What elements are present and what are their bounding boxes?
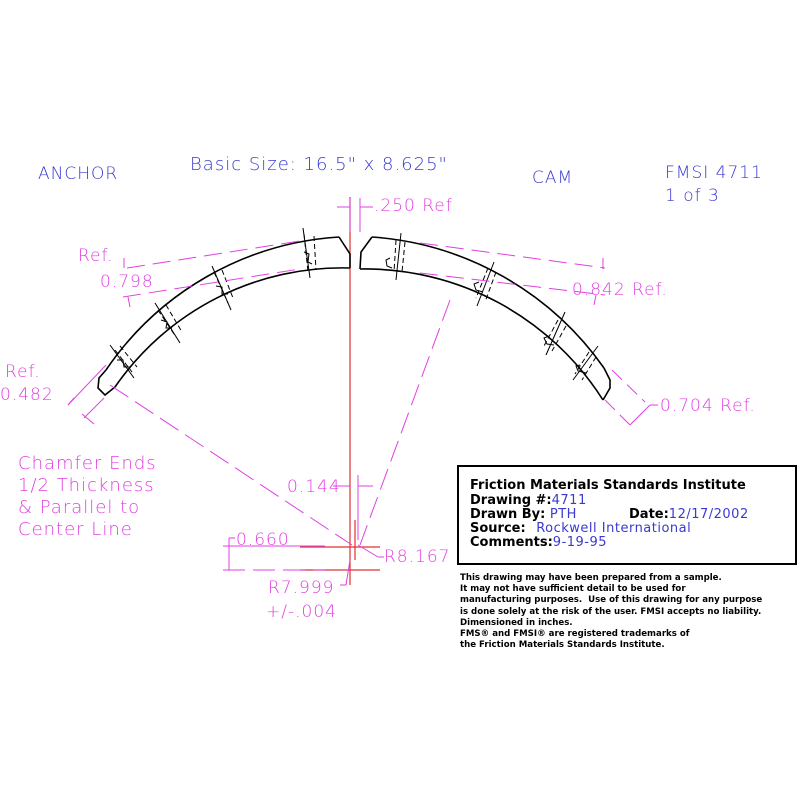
disclaimer-line: FMS® and FMSI® are registered trademarks… <box>460 629 690 640</box>
comments-value: 9-19-95 <box>552 535 608 550</box>
date-value: 12/17/2002 <box>668 507 749 522</box>
source-value: Rockwell International <box>536 521 692 536</box>
gap-dimension: .250 Ref <box>374 196 453 216</box>
disclaimer-line: manufacturing purposes. Use of this draw… <box>460 595 763 606</box>
cam-end: 0.704 Ref. <box>660 396 756 416</box>
organization-name: Friction Materials Standards Institute <box>470 478 746 493</box>
drawn-by-label: Drawn By: <box>470 507 546 522</box>
source-label: Source: <box>470 521 526 536</box>
disclaimer-line: the Friction Materials Standards Institu… <box>460 640 665 651</box>
drawing-number-label: Drawing #: <box>470 493 552 508</box>
drawing-number-value: 4711 <box>551 493 587 508</box>
cam-thickness: 0.842 Ref. <box>572 280 668 300</box>
anchor-thickness: 0.798 <box>100 272 154 292</box>
vertical-offset: 0.660 <box>236 530 290 550</box>
anchor-lining <box>97 227 351 397</box>
chamfer-note-line-4: Center Line <box>18 519 133 540</box>
tolerance: +/-.004 <box>266 602 337 622</box>
drawn-by-row: Drawn By: PTH <box>470 507 577 522</box>
part-number: FMSI 4711 <box>665 163 763 183</box>
disclaimer-text: This drawing may have been prepared from… <box>460 573 762 651</box>
comments-row: Comments:9-19-95 <box>470 535 607 550</box>
chamfer-note-line-3: & Parallel to <box>18 497 141 518</box>
drawing-number-row: Drawing #:4711 <box>470 493 587 508</box>
chamfer-note-line-2: 1/2 Thickness <box>18 475 155 496</box>
date-row: Date:12/17/2002 <box>629 507 749 522</box>
basic-size-label: Basic Size: 16.5" x 8.625" <box>190 154 448 175</box>
offset-dimension: 0.144 <box>287 477 341 497</box>
cam-label: CAM <box>532 168 574 188</box>
disclaimer-line: This drawing may have been prepared from… <box>460 573 722 583</box>
cam-lining <box>359 232 611 401</box>
anchor-thickness-ref: Ref. <box>78 246 114 266</box>
center-lines <box>300 197 380 585</box>
anchor-label: ANCHOR <box>38 164 119 184</box>
source-row: Source: Rockwell International <box>470 521 691 536</box>
inner-radius: R7.999 <box>268 578 335 598</box>
anchor-end: 0.482 <box>0 385 54 405</box>
dimension-lines <box>67 198 658 586</box>
disclaimer-line: is done solely at the risk of the user. … <box>460 606 762 617</box>
sheet-number: 1 of 3 <box>665 186 720 206</box>
disclaimer-line: It may not have sufficient detail to be … <box>460 584 686 595</box>
outer-radius: R8.167 <box>384 547 451 567</box>
date-label: Date: <box>629 507 669 522</box>
anchor-end-ref: Ref. <box>5 362 41 382</box>
chamfer-note-line-1: Chamfer Ends <box>18 453 157 474</box>
title-block: Friction Materials Standards Institute D… <box>457 465 797 565</box>
disclaimer-line: Dimensioned in inches. <box>460 617 573 628</box>
comments-label: Comments: <box>470 535 553 550</box>
drawn-by-value: PTH <box>549 507 577 522</box>
